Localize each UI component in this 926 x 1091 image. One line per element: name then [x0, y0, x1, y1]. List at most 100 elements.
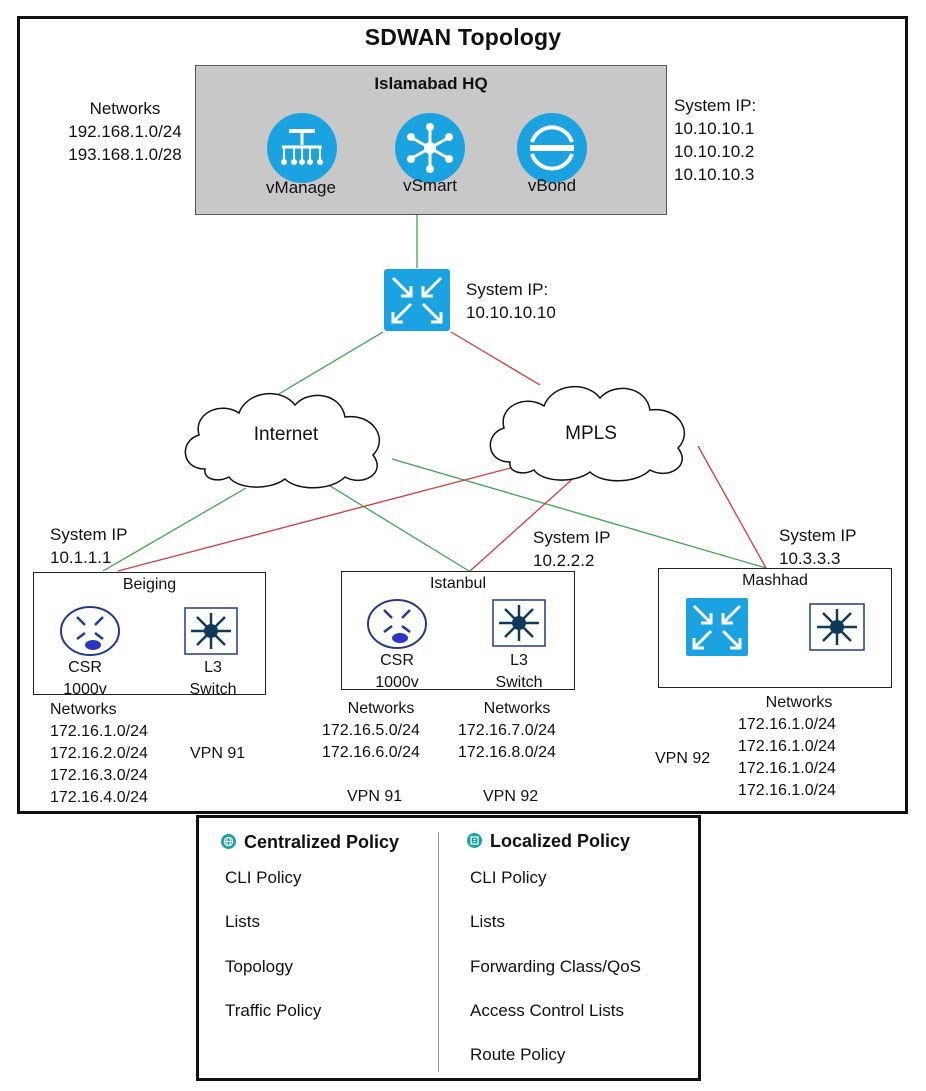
istanbul-network-item: 172.16.8.0/24: [458, 744, 556, 761]
localized-forwarding-class-item[interactable]: Forwarding Class/QoS: [470, 957, 642, 976]
localized-policy-title: Localized Policy: [490, 831, 631, 851]
istanbul-site-box: Istanbul CSR 1000v L3 Switch: [341, 571, 575, 691]
internet-cloud-label: Internet: [253, 424, 319, 445]
istanbul-system-ip-label: System IP: [533, 528, 611, 547]
globe-icon: [221, 834, 236, 849]
istanbul-csr-label: CSR 1000v: [356, 650, 438, 694]
localized-cli-policy-item[interactable]: CLI Policy: [470, 868, 547, 887]
beiging-network-item: 172.16.2.0/24: [50, 745, 148, 762]
mashhad-networks: Networks 172.16.1.0/24 172.16.1.0/24 172…: [738, 692, 878, 802]
beiging-network-item: 172.16.1.0/24: [50, 723, 148, 740]
hub-router-icon: [384, 269, 450, 331]
istanbul-network-item: 172.16.6.0/24: [322, 744, 420, 761]
beiging-network-item: 172.16.4.0/24: [50, 789, 148, 806]
beiging-networks-label: Networks: [50, 701, 117, 718]
hq-site-box: Islamabad HQ vManage vSmart vBond: [195, 65, 667, 215]
hq-network-item: 192.168.1.0/24: [68, 122, 182, 141]
localized-policy-header[interactable]: Localized Policy: [467, 831, 630, 852]
istanbul-vpn-b: VPN 92: [483, 788, 539, 805]
beiging-system-ip-label: System IP: [50, 525, 128, 544]
beiging-network-item: 172.16.3.0/24: [50, 767, 148, 784]
istanbul-title: Istanbul: [429, 575, 487, 592]
switch-label-line: L3: [510, 652, 528, 669]
localized-acl-item[interactable]: Access Control Lists: [470, 1001, 624, 1020]
beiging-system-ip-value: 10.1.1.1: [50, 548, 112, 567]
mashhad-network-item: 172.16.1.0/24: [738, 782, 836, 799]
policy-panel: Centralized Policy CLI Policy Lists Topo…: [196, 815, 701, 1081]
istanbul-networks-b-label: Networks: [483, 700, 551, 717]
hub-system-ip-value: 10.10.10.10: [466, 303, 556, 322]
centralized-topology-item[interactable]: Topology: [225, 957, 294, 976]
hq-networks-label: Networks: [89, 99, 161, 118]
hub-system-ip-label: System IP:: [466, 280, 549, 299]
istanbul-network-item: 172.16.5.0/24: [322, 722, 420, 739]
csr-label-line: CSR: [68, 659, 102, 676]
mashhad-network-item: 172.16.1.0/24: [738, 760, 836, 777]
beiging-vpn: VPN 91: [190, 745, 246, 762]
l3-switch-icon: [809, 603, 865, 651]
centralized-policy-title: Centralized Policy: [244, 832, 400, 852]
centralized-lists-item[interactable]: Lists: [225, 912, 260, 931]
internet-to-beiging-link: [102, 487, 247, 572]
beiging-system-ip: System IP 10.1.1.1: [50, 523, 160, 569]
mashhad-system-ip-label: System IP: [779, 526, 857, 545]
vsmart-label: vSmart: [403, 176, 457, 195]
switch-label-line: Switch: [189, 681, 237, 698]
hq-system-ips: System IP: 10.10.10.1 10.10.10.2 10.10.1…: [674, 94, 794, 186]
mpls-cloud-icon: [489, 385, 686, 482]
mpls-to-beiging-link: [117, 465, 519, 572]
mashhad-networks-label: Networks: [765, 694, 833, 711]
istanbul-network-item: 172.16.7.0/24: [458, 722, 556, 739]
mashhad-vpn: VPN 92: [655, 750, 711, 767]
switch-label-line: Switch: [495, 674, 543, 691]
csr-label-line: CSR: [380, 652, 414, 669]
hub-system-ip: System IP: 10.10.10.10: [466, 278, 586, 324]
csr-label-line: 1000v: [375, 674, 419, 691]
mpls-to-istanbul-link: [469, 465, 588, 572]
mpls-to-mashhad-link: [697, 445, 767, 569]
mashhad-site-box: Mashhad: [658, 568, 892, 688]
csr-label-line: 1000v: [63, 681, 107, 698]
device-icon: [467, 833, 482, 848]
istanbul-networks-b: Networks 172.16.7.0/24 172.16.8.0/24: [458, 698, 588, 764]
vsmart-icon: [395, 113, 465, 183]
mashhad-system-ip-value: 10.3.3.3: [779, 549, 841, 568]
hub-to-mpls-link: [450, 331, 541, 386]
mashhad-title: Mashhad: [742, 572, 808, 589]
centralized-traffic-policy-item[interactable]: Traffic Policy: [225, 1001, 322, 1020]
localized-route-policy-item[interactable]: Route Policy: [470, 1045, 566, 1064]
internet-cloud-icon: [184, 392, 381, 489]
vbond-icon: [517, 113, 587, 183]
csr-router-icon: [367, 599, 427, 649]
hq-system-ip-label: System IP:: [674, 96, 757, 115]
centralized-policy-header[interactable]: Centralized Policy: [221, 832, 399, 853]
diagram-title: SDWAN Topology: [364, 24, 562, 50]
hq-system-ip-item: 10.10.10.3: [674, 165, 755, 184]
istanbul-switch-label: L3 Switch: [480, 650, 558, 694]
localized-lists-item[interactable]: Lists: [470, 912, 505, 931]
mashhad-network-item: 172.16.1.0/24: [738, 738, 836, 755]
istanbul-networks-a: Networks 172.16.5.0/24 172.16.6.0/24: [322, 698, 452, 764]
hub-to-internet-link: [271, 331, 384, 399]
internet-to-mashhad-link: [391, 458, 767, 569]
istanbul-vpn-a: VPN 91: [347, 788, 403, 805]
vmanage-label: vManage: [266, 178, 336, 197]
mashhad-system-ip: System IP 10.3.3.3: [779, 524, 889, 570]
istanbul-system-ip-value: 10.2.2.2: [533, 551, 595, 570]
beiging-title: Beiging: [122, 576, 177, 593]
mashhad-network-item: 172.16.1.0/24: [738, 716, 836, 733]
vbond-label: vBond: [527, 176, 577, 195]
beiging-csr-label: CSR 1000v: [44, 657, 126, 701]
l3-switch-icon: [184, 607, 238, 655]
beiging-site-box: Beiging CSR 1000v L3 Switch: [33, 572, 266, 698]
switch-label-line: L3: [204, 659, 222, 676]
hq-title: Islamabad HQ: [374, 74, 488, 93]
vmanage-icon: [267, 113, 337, 183]
hq-system-ip-item: 10.10.10.1: [674, 119, 755, 138]
hq-system-ip-item: 10.10.10.2: [674, 142, 755, 161]
csr-router-icon: [60, 606, 120, 656]
l3-switch-icon: [492, 599, 546, 647]
policy-divider: [438, 832, 439, 1072]
centralized-cli-policy-item[interactable]: CLI Policy: [225, 868, 302, 887]
